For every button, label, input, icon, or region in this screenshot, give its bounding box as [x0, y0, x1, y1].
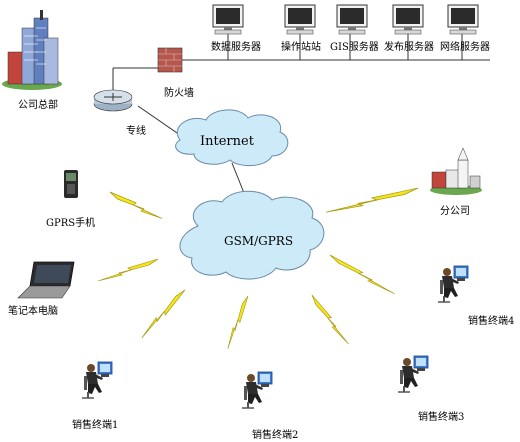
firewall-label: 防火墙	[164, 86, 194, 99]
laptop-label: 笔记本电脑	[8, 304, 58, 317]
lightning-bolt-icon	[299, 294, 362, 345]
headquarters-building-icon	[2, 10, 62, 90]
server-computer-icon	[284, 4, 316, 35]
server-3: GIS服务器	[330, 4, 379, 53]
server-label: 操作站站	[281, 40, 321, 53]
server-1: 数据服务器	[211, 4, 261, 53]
lightning-bolt-icon	[109, 191, 163, 220]
server-computer-icon	[447, 4, 479, 35]
router-label: 专线	[126, 124, 146, 137]
terminal-label: 销售终端1	[72, 418, 118, 431]
router-icon	[93, 89, 133, 112]
terminal-label: 销售终端3	[418, 410, 464, 423]
line-router-internet	[137, 105, 181, 136]
user-workstation-icon	[437, 265, 469, 303]
server-computer-icon	[336, 4, 368, 35]
server-label: 发布服务器	[384, 40, 434, 53]
mobile-phone-icon	[64, 170, 78, 198]
branch-office-building-icon	[430, 147, 482, 195]
lightning-bolt-icon	[97, 258, 159, 282]
sales-terminal-2: 销售终端2	[241, 371, 298, 441]
internet-label: Internet	[200, 134, 255, 149]
server-label: GIS服务器	[330, 40, 379, 53]
server-computer-icon	[212, 4, 244, 35]
user-workstation-icon	[81, 361, 113, 399]
firewall-icon	[157, 47, 183, 73]
sales-terminal-4: 销售终端4	[437, 265, 514, 327]
terminal-label: 销售终端4	[468, 314, 514, 327]
gsm-label: GSM/GPRS	[224, 234, 293, 248]
server-2: 操作站站	[281, 4, 321, 53]
server-computer-icon	[392, 4, 424, 35]
laptop-icon	[17, 261, 75, 299]
lightning-bolt-icon	[324, 186, 420, 214]
server-label: 网络服务器	[440, 40, 490, 53]
user-workstation-icon	[397, 355, 429, 393]
terminal-label: 销售终端2	[252, 428, 298, 441]
phone-label: GPRS手机	[46, 216, 95, 229]
branch-label: 分公司	[440, 205, 470, 217]
lightning-bolt-icon	[141, 280, 186, 348]
user-workstation-icon	[241, 371, 273, 409]
sales-terminal-1: 销售终端1	[72, 361, 118, 431]
lightning-bolt-icon	[323, 254, 401, 295]
connection-lines	[112, 34, 490, 204]
lightning-bolt-icon	[225, 295, 251, 350]
gsm-cloud-icon	[179, 190, 325, 280]
server-label: 数据服务器	[211, 40, 261, 53]
headquarters-label: 公司总部	[18, 98, 58, 111]
sales-terminal-3: 销售终端3	[397, 355, 464, 423]
server-4: 发布服务器	[384, 4, 434, 53]
internet-cloud-icon	[175, 109, 289, 166]
server-5: 网络服务器	[440, 4, 490, 53]
